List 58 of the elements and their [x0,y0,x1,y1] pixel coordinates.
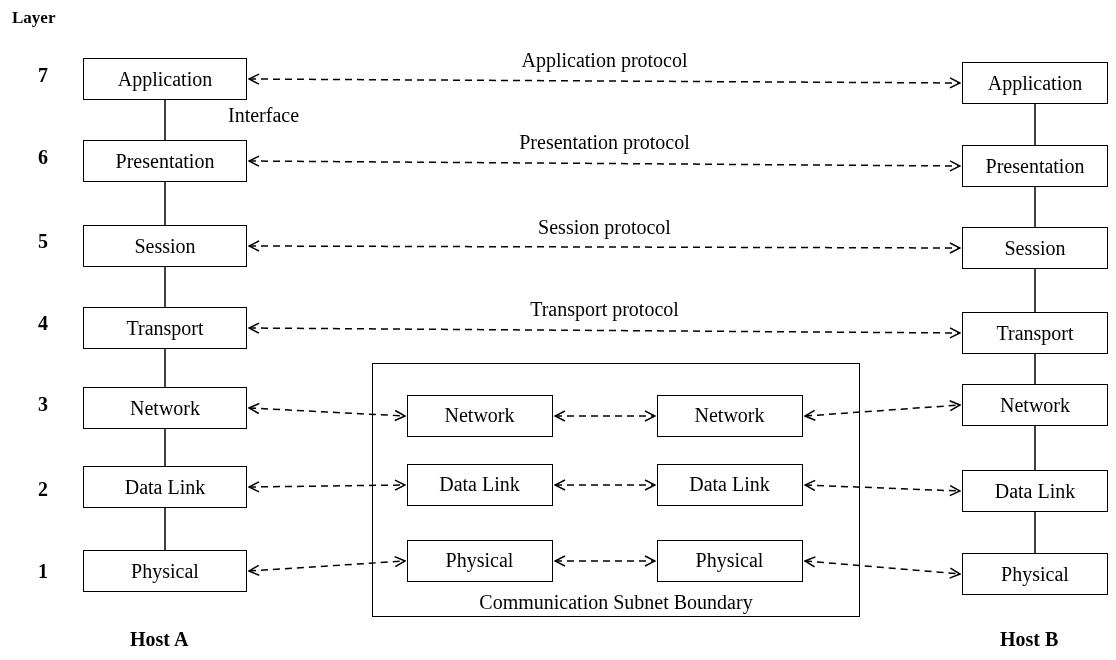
layer-box: Data Link [406,463,553,506]
dashed-arrow [248,402,406,422]
layer-box: Session [962,227,1108,269]
layer-box: Network [83,387,247,429]
dashed-arrow [804,399,961,422]
dashed-arrow [248,155,961,172]
connector-line [164,428,166,467]
connector-line [1034,353,1036,385]
connector-line [164,181,166,226]
host-label: Host B [1000,628,1059,651]
layer-box: Physical [656,539,803,582]
layer-box: Application [962,62,1108,104]
layer-box: Transport [962,312,1108,354]
layer-box: Physical [83,550,247,592]
layer-box: Data Link [962,470,1108,512]
layer-box: Application [83,58,247,100]
connector-line [1034,103,1036,146]
layer-number: 7 [38,64,48,87]
axis-title: Layer [12,8,56,28]
connector-line [164,266,166,308]
layer-box: Data Link [656,463,803,506]
dashed-arrow [554,410,656,422]
layer-number: 2 [38,478,48,501]
dashed-arrow [248,73,961,89]
layer-box: Presentation [83,140,247,182]
dashed-arrow [248,479,406,493]
layer-box: Session [83,225,247,267]
layer-box: Data Link [83,466,247,508]
layer-box: Network [656,394,803,437]
layer-number: 6 [38,146,48,169]
dashed-arrow [804,556,961,579]
connector-line [164,348,166,388]
connector-line [164,507,166,551]
boundary-label: Communication Subnet Boundary [479,591,753,614]
dashed-arrow [554,555,656,567]
connector-line [1034,268,1036,313]
dashed-arrow [248,555,406,577]
layer-box: Transport [83,307,247,349]
host-label: Host A [130,628,189,651]
layer-number: 1 [38,560,48,583]
connector-line [1034,425,1036,471]
connector-line [164,99,166,141]
layer-number: 3 [38,393,48,416]
layer-box: Presentation [962,145,1108,187]
layer-number: 4 [38,312,48,335]
dashed-arrow [248,322,961,339]
connector-line [1034,186,1036,228]
interface-label: Interface [228,104,300,127]
layer-box: Physical [406,539,553,582]
layer-box: Network [962,384,1108,426]
boundary-box [372,363,860,617]
layer-box: Physical [962,553,1108,595]
dashed-arrow [804,479,961,497]
connector-line [1034,511,1036,554]
dashed-arrow [554,479,656,491]
dashed-arrow [248,240,961,254]
layer-box: Network [406,394,553,437]
layer-number: 5 [38,230,48,253]
